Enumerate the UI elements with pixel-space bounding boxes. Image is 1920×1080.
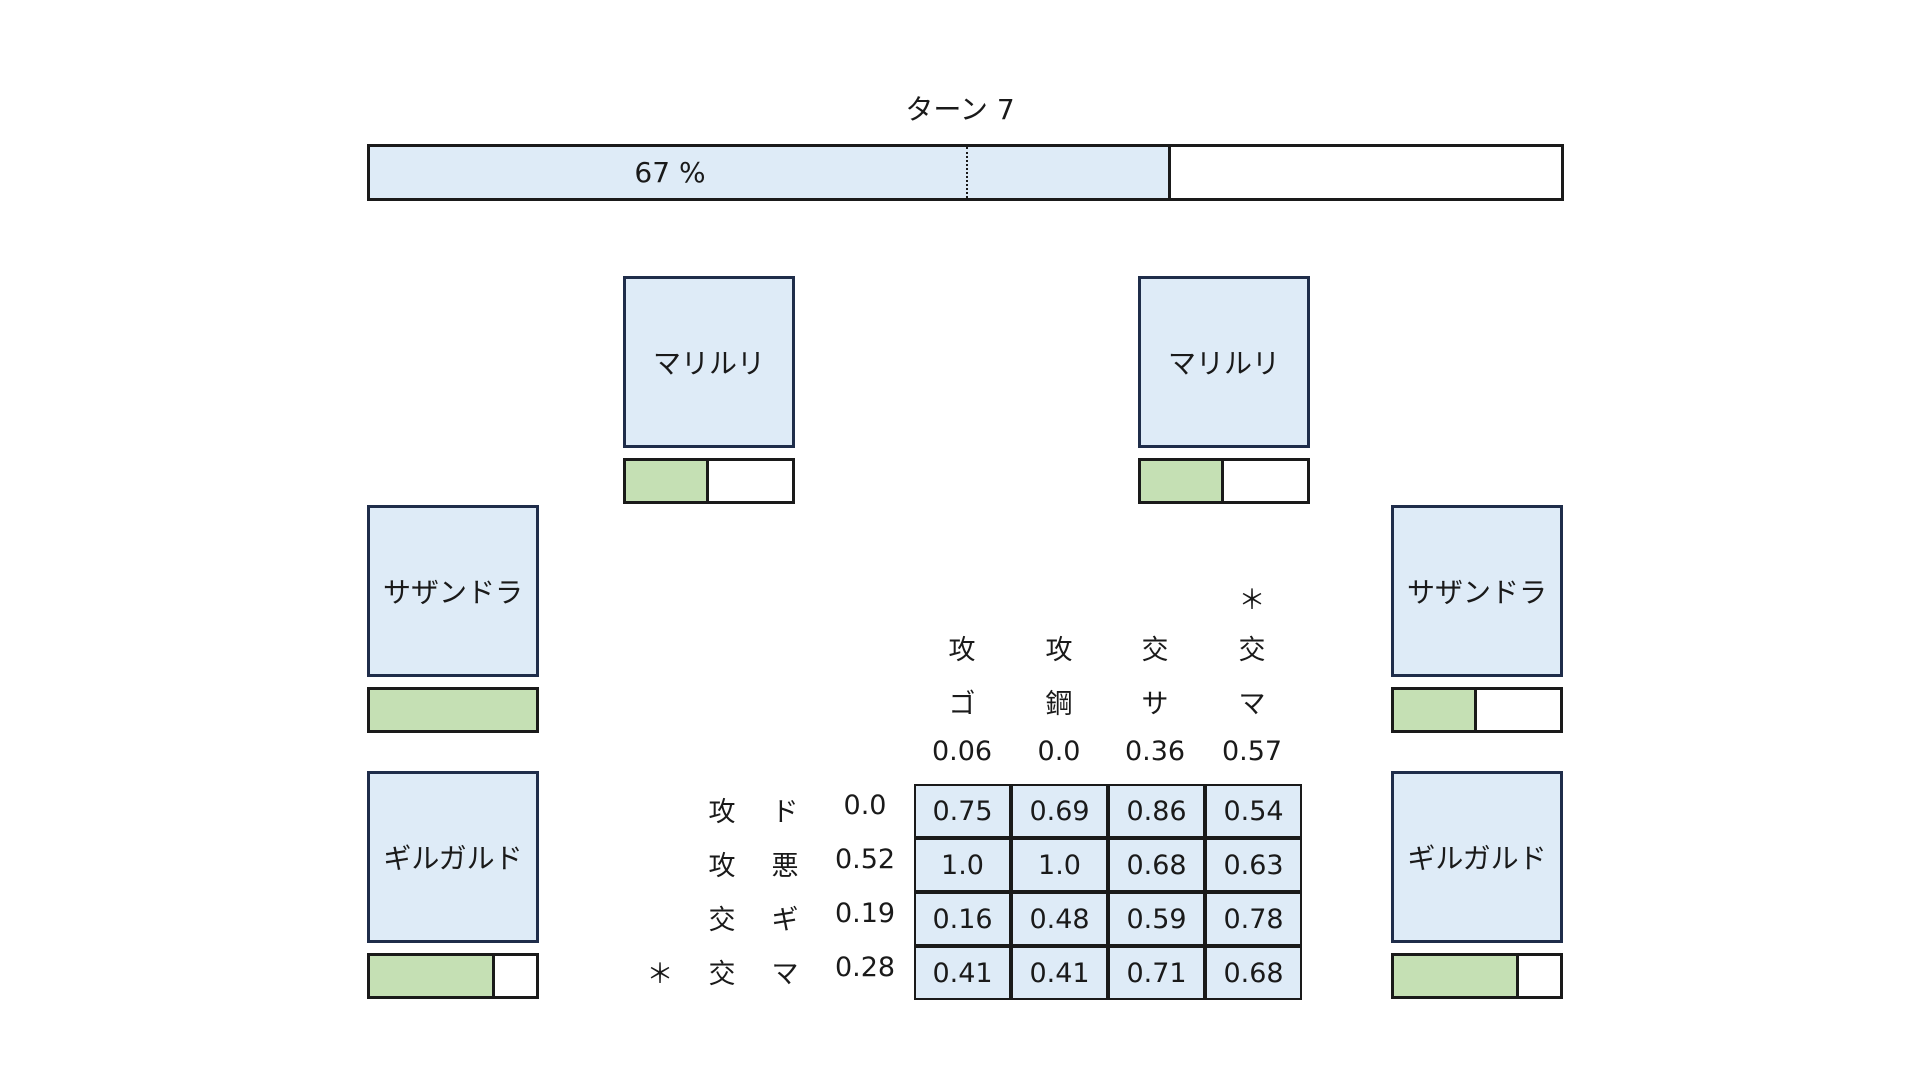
win-probability-fill	[370, 147, 1171, 198]
pokemon-name: サザンドラ	[1406, 576, 1547, 609]
hp-fill	[370, 956, 495, 996]
row-target: ギ	[771, 905, 799, 936]
row-probability: 0.28	[834, 952, 896, 983]
col-target: サ	[1141, 689, 1169, 720]
col-probability: 0.06	[931, 736, 993, 767]
matrix-cell: 0.75	[914, 784, 1011, 838]
left-pokemon-card-1[interactable]: サザンドラ	[367, 505, 539, 677]
row-action: 交	[708, 905, 736, 936]
col-action: 交	[1141, 635, 1169, 666]
right-pokemon-card-2[interactable]: ギルガルド	[1391, 771, 1563, 943]
row-probability: 0.52	[834, 844, 896, 875]
row-action: 交	[708, 959, 736, 990]
col-action: 攻	[948, 635, 976, 666]
matrix-cell: 0.78	[1205, 892, 1302, 946]
right-pokemon-hp-bar-1	[1391, 687, 1563, 733]
win-probability-bar: 67 %	[367, 144, 1564, 201]
matrix-cell: 0.68	[1108, 838, 1205, 892]
col-probability: 0.36	[1124, 736, 1186, 767]
row-marker: ＊	[646, 959, 674, 990]
col-action: 攻	[1045, 635, 1073, 666]
matrix-cell: 0.54	[1205, 784, 1302, 838]
opponent-active-pokemon-card[interactable]: マリルリ	[623, 276, 795, 448]
matrix-cell: 0.48	[1011, 892, 1108, 946]
pokemon-name: ギルガルド	[383, 842, 523, 875]
matrix-cell: 0.86	[1108, 784, 1205, 838]
matrix-cell: 0.41	[914, 946, 1011, 1000]
row-probability: 0.0	[843, 790, 887, 821]
row-action: 攻	[708, 851, 736, 882]
left-pokemon-card-2[interactable]: ギルガルド	[367, 771, 539, 943]
win-probability-text: 67 %	[634, 156, 706, 189]
pokemon-name: ギルガルド	[1407, 842, 1547, 875]
opponent-active-hp-bar	[623, 458, 795, 504]
matrix-cell: 0.59	[1108, 892, 1205, 946]
right-pokemon-hp-bar-2	[1391, 953, 1563, 999]
midpoint-marker	[966, 147, 968, 198]
col-target: 鋼	[1045, 689, 1073, 720]
matrix-cell: 0.69	[1011, 784, 1108, 838]
row-target: 悪	[771, 851, 799, 882]
hp-fill	[1394, 690, 1477, 730]
pokemon-name: マリルリ	[652, 347, 765, 380]
row-target: ド	[771, 797, 799, 828]
col-probability: 0.0	[1037, 736, 1081, 767]
row-action: 攻	[708, 797, 736, 828]
matrix-cell: 0.71	[1108, 946, 1205, 1000]
left-pokemon-hp-bar-1	[367, 687, 539, 733]
pokemon-name: マリルリ	[1167, 347, 1280, 380]
player-active-hp-bar	[1138, 458, 1310, 504]
matrix-cell: 0.41	[1011, 946, 1108, 1000]
hp-fill	[626, 461, 709, 501]
col-probability: 0.57	[1221, 736, 1283, 767]
matrix-cell: 0.63	[1205, 838, 1302, 892]
left-pokemon-hp-bar-2	[367, 953, 539, 999]
row-probability: 0.19	[834, 898, 896, 929]
pokemon-name: サザンドラ	[382, 576, 523, 609]
hp-fill	[370, 690, 536, 730]
matrix-cell: 1.0	[1011, 838, 1108, 892]
col-action: 交	[1238, 635, 1266, 666]
col-target: ゴ	[948, 689, 976, 720]
matrix-cell: 1.0	[914, 838, 1011, 892]
hp-fill	[1394, 956, 1519, 996]
right-pokemon-card-1[interactable]: サザンドラ	[1391, 505, 1563, 677]
turn-label: ターン 7	[905, 93, 1015, 126]
player-active-pokemon-card[interactable]: マリルリ	[1138, 276, 1310, 448]
col-target: マ	[1238, 689, 1266, 720]
col-marker: ＊	[1238, 585, 1266, 616]
matrix-cell: 0.68	[1205, 946, 1302, 1000]
matrix-cell: 0.16	[914, 892, 1011, 946]
row-target: マ	[771, 959, 799, 990]
hp-fill	[1141, 461, 1224, 501]
